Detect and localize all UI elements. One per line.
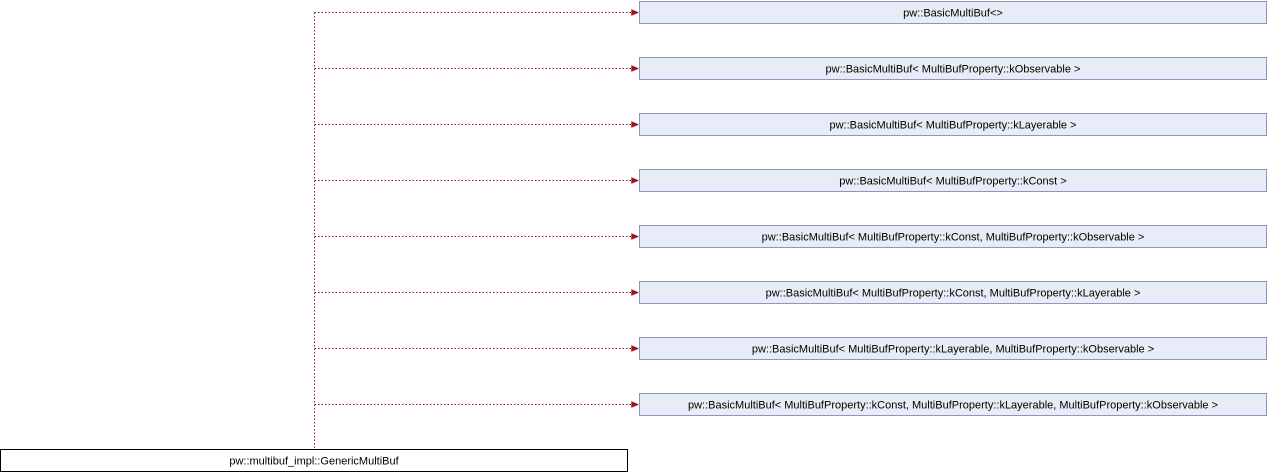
- base-class-nodes: pw::BasicMultiBuf<>pw::BasicMultiBuf< Mu…: [639, 1, 1267, 416]
- base-class-label[interactable]: pw::BasicMultiBuf< MultiBufProperty::kLa…: [829, 120, 1076, 132]
- base-class-label[interactable]: pw::BasicMultiBuf< MultiBufProperty::kCo…: [839, 176, 1066, 188]
- base-class-label[interactable]: pw::BasicMultiBuf< MultiBufProperty::kCo…: [766, 288, 1141, 300]
- base-class-box[interactable]: [639, 337, 1267, 360]
- base-class-node[interactable]: pw::BasicMultiBuf< MultiBufProperty::kCo…: [639, 169, 1267, 192]
- inheritance-arrowhead-icon: [631, 65, 640, 72]
- base-class-box[interactable]: [639, 225, 1267, 248]
- inheritance-arrowhead-icon: [631, 121, 640, 128]
- base-class-box[interactable]: [639, 1, 1267, 24]
- base-class-label[interactable]: pw::BasicMultiBuf< MultiBufProperty::kCo…: [688, 400, 1218, 412]
- base-class-box[interactable]: [639, 281, 1267, 304]
- base-class-node[interactable]: pw::BasicMultiBuf< MultiBufProperty::kLa…: [639, 337, 1267, 360]
- inheritance-arrowhead-icon: [631, 401, 640, 408]
- base-class-node[interactable]: pw::BasicMultiBuf< MultiBufProperty::kCo…: [639, 393, 1267, 416]
- base-class-box[interactable]: [639, 393, 1267, 416]
- inheritance-arrowhead-icon: [631, 9, 640, 16]
- inheritance-arrowhead-icon: [631, 233, 640, 240]
- inheritance-arrowhead-icon: [631, 289, 640, 296]
- base-class-label[interactable]: pw::BasicMultiBuf< MultiBufProperty::kCo…: [762, 232, 1145, 244]
- base-class-node[interactable]: pw::BasicMultiBuf<>: [639, 1, 1267, 24]
- base-class-box[interactable]: [639, 169, 1267, 192]
- base-class-node[interactable]: pw::BasicMultiBuf< MultiBufProperty::kCo…: [639, 281, 1267, 304]
- base-class-node[interactable]: pw::BasicMultiBuf< MultiBufProperty::kOb…: [639, 57, 1267, 80]
- base-class-label[interactable]: pw::BasicMultiBuf<>: [903, 8, 1003, 20]
- base-class-node[interactable]: pw::BasicMultiBuf< MultiBufProperty::kCo…: [639, 225, 1267, 248]
- inheritance-arrowhead-icon: [631, 177, 640, 184]
- base-class-label[interactable]: pw::BasicMultiBuf< MultiBufProperty::kOb…: [826, 64, 1081, 76]
- base-class-box[interactable]: [639, 113, 1267, 136]
- base-class-node[interactable]: pw::BasicMultiBuf< MultiBufProperty::kLa…: [639, 113, 1267, 136]
- base-class-box[interactable]: [639, 57, 1267, 80]
- base-class-label[interactable]: pw::BasicMultiBuf< MultiBufProperty::kLa…: [752, 344, 1154, 356]
- derived-class-node[interactable]: pw::multibuf_impl::GenericMultiBuf: [0, 449, 628, 472]
- inheritance-arrowhead-icon: [631, 345, 640, 352]
- inheritance-edges: [314, 9, 640, 450]
- derived-class-label[interactable]: pw::multibuf_impl::GenericMultiBuf: [229, 456, 399, 468]
